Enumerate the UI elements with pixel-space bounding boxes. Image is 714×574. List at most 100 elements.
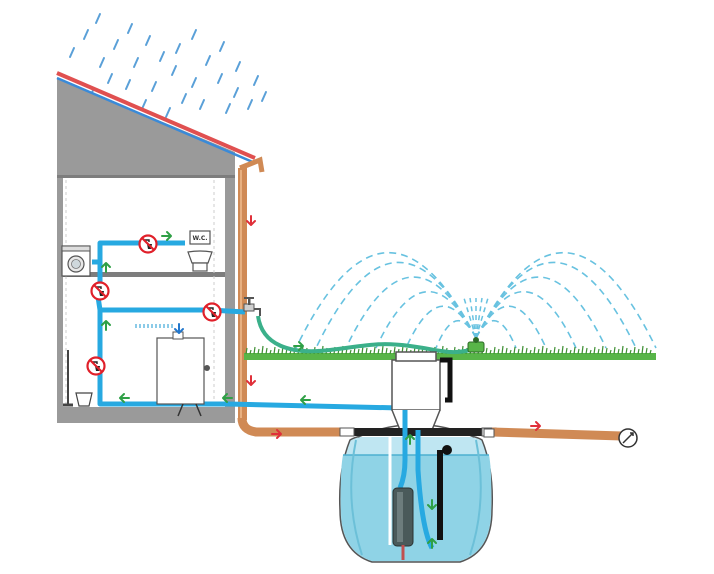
spray-arc-left [315,261,477,349]
grass-blade [625,347,628,355]
ground [244,345,656,360]
no-drinking-water-icon [86,356,106,376]
gutter [239,156,265,173]
spray-arc-right [475,319,517,349]
grass-blade [509,349,512,355]
downpipe-vertical [238,168,247,420]
rain-streak [113,39,119,50]
house-left-wall [57,175,63,423]
grass-blade [577,348,580,355]
grass-blade [629,349,632,355]
arrow-green-up [101,262,111,273]
spray-arc-right [475,305,547,349]
sprinkler-icon [467,337,485,353]
mop-icon [63,350,73,407]
grass-blade [565,347,568,355]
spray-arc-right [475,276,607,349]
upper-floor-slab [63,272,225,277]
no-drinking-icons [86,234,222,376]
grass-blade [505,347,508,355]
house [56,71,256,423]
grass-blade [633,346,636,355]
tank-rib-right [469,439,482,556]
rain-streak [225,103,231,114]
rain-streak [175,43,181,54]
tank-riser-neck [391,409,441,431]
grass-blade [485,347,488,355]
arrow-green-up [405,434,415,445]
tank-water [340,455,492,561]
grass-blade [521,345,524,355]
spray-jet [469,297,477,339]
grass-blade [621,345,624,355]
downpipe-to-tank [237,417,352,437]
spray-arc-left [405,305,477,349]
grass-blade [561,345,564,355]
washing-machine-icon [61,245,91,277]
spray-arc-right [475,290,577,349]
downpipe-highlight [240,170,242,418]
grass-blade [493,346,496,355]
tap-icon [243,297,261,316]
grass-blade [553,346,556,355]
grass-blade [537,348,540,355]
arrow-green-right [161,231,172,241]
pipe-to-tap [100,307,246,315]
arrow-red-right [530,421,541,431]
house-gable [57,78,235,175]
sprinkler-spray [295,251,657,349]
rain-streak [107,73,113,84]
grass-blade [557,348,560,355]
grass-blade [517,348,520,355]
grass-blades [245,345,652,355]
grass-blade [273,346,276,355]
rain-streak [199,99,205,110]
spray-arc-left [295,251,477,349]
downpipe [237,156,352,437]
grass-blade [365,347,368,355]
arrow-green-down [427,499,437,510]
grass-blade [257,348,260,355]
arrow-green-left [119,393,130,403]
float-ball [442,445,452,455]
spray-arc-left [435,319,477,349]
no-drinking-water-icon [202,302,222,322]
arrow-green-left [222,393,233,403]
grass-blade [585,347,588,355]
roof-edge-blue [56,76,256,165]
rain-streak [233,87,239,98]
rain-streak [133,57,139,68]
grass-blade [373,346,376,355]
grass-blade [393,346,396,355]
tank-lid [395,351,437,362]
grass-blade [593,346,596,355]
grass-strip [244,353,656,360]
grass-blade [581,345,584,355]
rain-streak [235,61,241,72]
grass-blade [377,348,380,355]
grass-blade [269,349,272,355]
grass-blade [617,348,620,355]
rain-streak [171,65,177,76]
spray-arc-right [475,261,637,349]
spray-jet [463,297,477,339]
arrow-red-down [246,215,256,226]
arrow-green-right [293,341,304,351]
arrow-green-up [427,538,437,549]
rain-streak [125,79,131,90]
grass-blade [389,349,392,355]
grass-blade [497,348,500,355]
grass-blade [541,345,544,355]
grass-blade [641,345,644,355]
grass-blade [277,348,280,355]
flow-arrows [101,215,541,549]
grass-blade [605,347,608,355]
grass-blade [545,347,548,355]
spray-arc-left [375,290,477,349]
grass-blade [649,349,652,355]
rain-streak [205,55,211,66]
grass-blade [529,349,532,355]
rain-streak [261,91,267,102]
grass-blade [645,347,648,355]
inlet-stub-left [339,427,355,437]
